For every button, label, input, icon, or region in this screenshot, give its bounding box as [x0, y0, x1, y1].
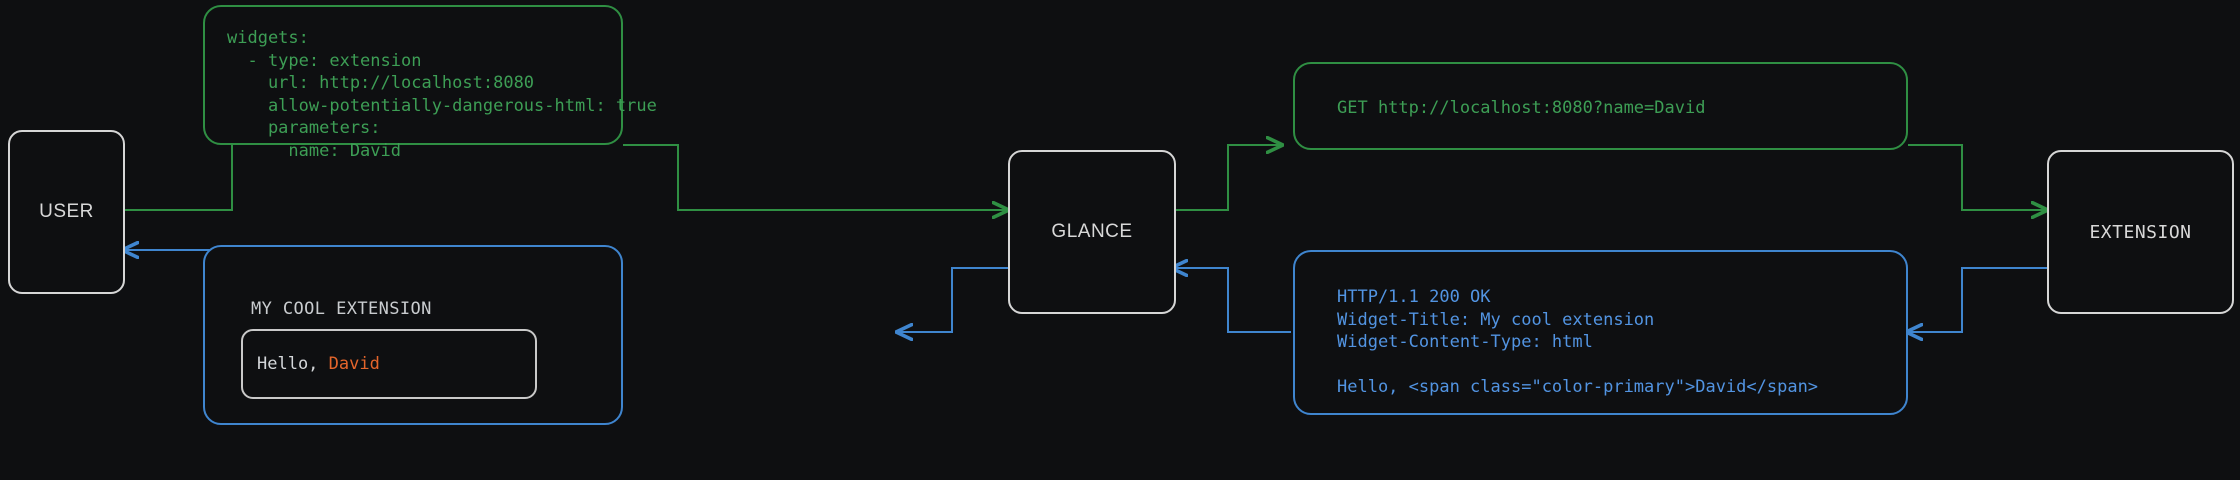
node-user[interactable]: USER	[8, 130, 125, 294]
node-glance[interactable]: GLANCE	[1008, 150, 1176, 314]
node-user-label: USER	[39, 201, 94, 222]
config-yaml-text: widgets: - type: extension url: http://l…	[227, 28, 657, 161]
wire-glance-to-widget	[897, 267, 1008, 332]
widget-title: MY COOL EXTENSION	[251, 299, 432, 319]
message-rendered-widget-box: MY COOL EXTENSION Hello, David	[203, 245, 623, 425]
wire-glance-to-request	[1172, 145, 1282, 211]
widget-card: MY COOL EXTENSION Hello, David	[205, 247, 621, 423]
message-config-box: widgets: - type: extension url: http://l…	[203, 5, 657, 161]
wire-response-to-glance	[1172, 268, 1291, 333]
http-response-text: HTTP/1.1 200 OK Widget-Title: My cool ex…	[1337, 287, 1819, 397]
wire-request-to-extension	[1908, 144, 2047, 210]
node-glance-label: GLANCE	[1051, 221, 1133, 242]
message-http-request-box: GET http://localhost:8080?name=David	[1293, 62, 1908, 150]
widget-body: Hello, David	[243, 354, 380, 374]
wire-config-to-glance	[623, 144, 1008, 210]
wire-extension-to-response	[1907, 267, 2047, 332]
node-extension[interactable]: EXTENSION	[2047, 150, 2234, 314]
node-extension-label: EXTENSION	[2089, 221, 2192, 243]
widget-body-accent: David	[328, 354, 380, 374]
http-request-text: GET http://localhost:8080?name=David	[1337, 98, 1706, 118]
message-http-response-box: HTTP/1.1 200 OK Widget-Title: My cool ex…	[1293, 250, 1908, 415]
widget-content-frame: Hello, David	[241, 329, 537, 399]
widget-body-prefix: Hello,	[257, 354, 329, 374]
